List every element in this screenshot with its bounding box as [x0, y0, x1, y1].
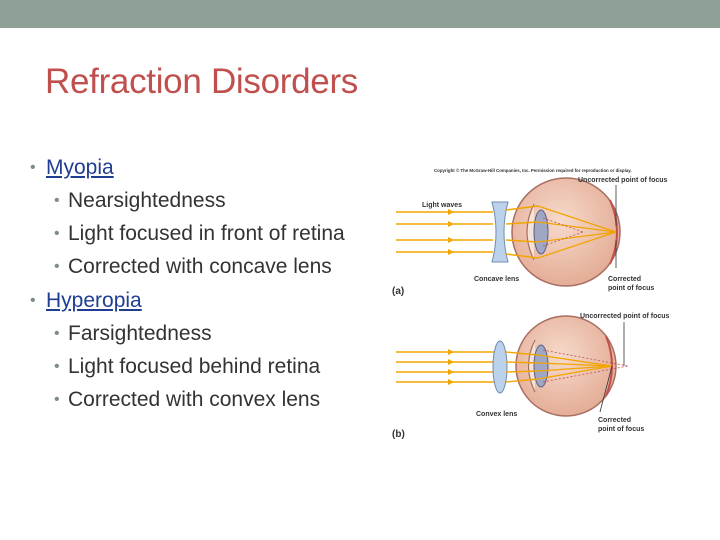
light-ray [537, 221, 617, 233]
myopia-link[interactable]: Myopia [46, 156, 114, 179]
bullet-hyperopia: Hyperopia [30, 288, 370, 313]
light-ray [537, 365, 613, 372]
label-corrected-line1: Corrected [608, 276, 641, 283]
eyeball [515, 315, 617, 417]
bullet-myopia: Myopia [30, 155, 370, 180]
eye-refraction-figure: Copyright © The McGraw-Hill Companies, I… [392, 168, 670, 440]
eye-lens [533, 344, 549, 388]
label-light-waves: Light waves [422, 202, 462, 209]
light-ray [505, 205, 539, 211]
panel-a: Light waves Uncorrected point of focus C… [392, 177, 668, 297]
panel-b: Uncorrected point of focus Convex lens C… [392, 313, 670, 440]
arrow-head [448, 249, 454, 255]
retina [609, 199, 618, 265]
uncorrected-ray [542, 231, 584, 247]
eye-lens [533, 209, 549, 255]
arrow-head [448, 221, 454, 227]
sub-bullet: Corrected with concave lens [30, 254, 370, 279]
concave-lens [491, 201, 509, 263]
bullet-list: Myopia Nearsightedness Light focused in … [30, 148, 370, 412]
leader-line [599, 365, 613, 413]
light-ray [505, 221, 539, 225]
arrow-head [448, 379, 454, 385]
light-ray [537, 365, 613, 380]
sub-bullet: Light focused in front of retina [30, 221, 370, 246]
light-ray [505, 361, 539, 364]
arrow-head [448, 349, 454, 355]
uncorrected-ray [542, 365, 629, 383]
copyright-note: Copyright © The McGraw-Hill Companies, I… [434, 168, 632, 173]
arrow-head [448, 209, 454, 215]
label-convex-lens: Convex lens [476, 411, 517, 418]
light-ray [537, 354, 613, 367]
bullet-text: Farsightedness [68, 322, 212, 345]
label-uncorrected-focus: Uncorrected point of focus [580, 313, 670, 320]
label-corrected-line1: Corrected [598, 417, 631, 424]
light-ray [537, 205, 617, 233]
hyperopia-link[interactable]: Hyperopia [46, 289, 142, 312]
sub-bullet: Nearsightedness [30, 188, 370, 213]
uncorrected-ray [542, 349, 629, 367]
light-ray [537, 231, 617, 243]
label-concave-lens: Concave lens [474, 276, 519, 283]
label-corrected-line2: point of focus [608, 285, 654, 292]
cornea [526, 203, 535, 261]
uncorrected-ray [542, 217, 584, 233]
bullet-text: Light focused in front of retina [68, 222, 345, 245]
arrow-head [448, 237, 454, 243]
light-ray [505, 370, 539, 373]
sub-bullet: Light focused behind retina [30, 354, 370, 379]
panel-b-tag: (b) [392, 429, 405, 440]
convex-lens [492, 340, 508, 394]
light-ray [537, 362, 613, 367]
sub-bullet: Corrected with convex lens [30, 387, 370, 412]
eyeball [511, 177, 621, 287]
light-ray [505, 351, 539, 356]
light-ray [505, 253, 539, 259]
light-ray [537, 231, 617, 259]
slide-title: Refraction Disorders [45, 62, 358, 101]
label-corrected-line2: point of focus [598, 426, 644, 433]
light-ray [505, 378, 539, 383]
bullet-text: Light focused behind retina [68, 355, 321, 378]
light-ray [505, 239, 539, 243]
top-accent-bar [0, 0, 720, 28]
panel-a-tag: (a) [392, 286, 404, 297]
bullet-text: Nearsightedness [68, 189, 226, 212]
sub-bullet: Farsightedness [30, 321, 370, 346]
bullet-text: Corrected with concave lens [68, 255, 332, 278]
bullet-text: Corrected with convex lens [68, 388, 321, 411]
arrow-head [448, 359, 454, 365]
arrow-head [448, 369, 454, 375]
label-uncorrected-focus: Uncorrected point of focus [578, 177, 668, 184]
